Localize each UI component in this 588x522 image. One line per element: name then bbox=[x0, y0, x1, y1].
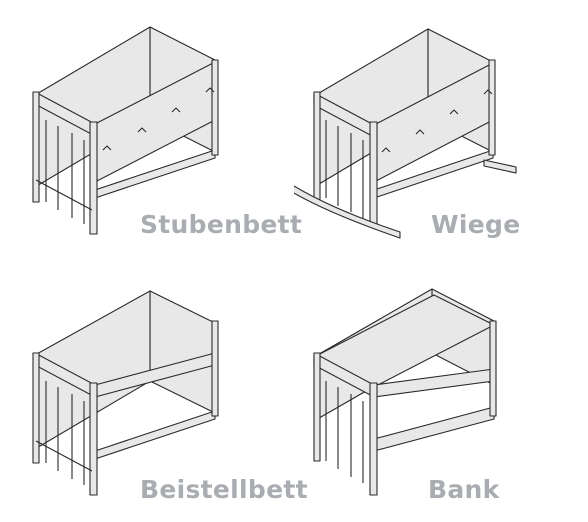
caption-wiege: Wiege bbox=[431, 210, 521, 239]
caption-bank: Bank bbox=[428, 475, 500, 504]
beistellbett-illustration bbox=[32, 290, 219, 496]
panel-wiege: Wiege bbox=[294, 0, 588, 261]
panel-stubenbett: Stubenbett bbox=[0, 0, 302, 261]
bank-illustration bbox=[313, 288, 497, 496]
stubenbett-illustration bbox=[32, 26, 219, 235]
wiege-illustration bbox=[294, 28, 517, 239]
caption-beistellbett: Beistellbett bbox=[140, 475, 308, 504]
panel-bank: Bank bbox=[294, 261, 588, 522]
panel-beistellbett: Beistellbett bbox=[0, 261, 308, 522]
caption-stubenbett: Stubenbett bbox=[140, 210, 303, 239]
